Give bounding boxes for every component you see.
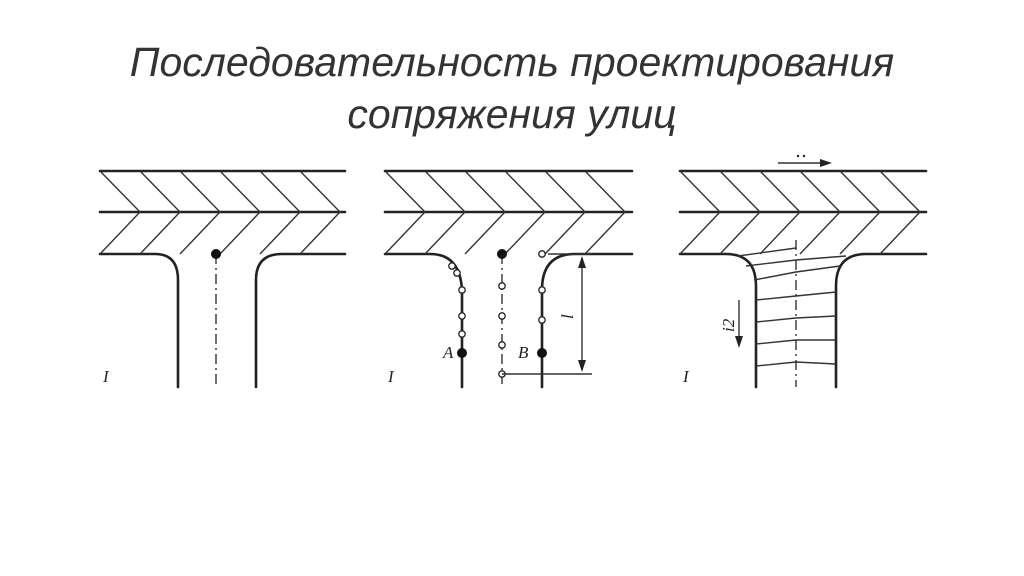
title-line-2: сопряжения улиц — [347, 91, 677, 137]
chevron-hatching — [99, 170, 341, 255]
panel-2: A B l I — [383, 169, 634, 389]
panel-3: i2 I — [678, 154, 928, 389]
dimension-arrow-bottom — [578, 360, 586, 372]
point-b-label: B — [518, 343, 529, 362]
contour-lines — [737, 247, 847, 367]
chevron-hatching — [384, 170, 626, 255]
dimension-label-l: l — [558, 314, 577, 319]
profile-point — [458, 312, 466, 320]
title-line-1: Последовательность проектирования — [129, 39, 895, 85]
main-street-bottom-edge-right — [540, 252, 634, 389]
flow-mark — [802, 154, 806, 158]
profile-point — [538, 286, 546, 294]
profile-point — [458, 286, 466, 294]
panel-1-roman-label: I — [102, 367, 110, 386]
right-curb-profile-points — [538, 250, 546, 324]
panel-1: I — [98, 169, 347, 389]
profile-point — [498, 282, 506, 290]
profile-point — [498, 312, 506, 320]
main-street-bottom-edge-left — [383, 252, 464, 389]
flow-arrow-head — [820, 159, 832, 167]
axis-intersection-point — [497, 249, 507, 259]
point-b-marker — [537, 348, 547, 358]
main-street-bottom-edge-left — [678, 252, 758, 389]
flow-mark — [796, 154, 800, 158]
profile-point — [538, 250, 546, 258]
slope-label-i2: i2 — [719, 318, 738, 332]
profile-point — [538, 316, 546, 324]
panel-2-roman-label: I — [387, 367, 395, 386]
panel-3-roman-label: I — [682, 367, 690, 386]
profile-point — [448, 262, 456, 270]
point-a-label: A — [442, 343, 454, 362]
slope-arrow-head — [735, 336, 743, 348]
chevron-hatching — [679, 170, 921, 255]
main-street-bottom-edge-left — [98, 252, 180, 389]
profile-point — [458, 330, 466, 338]
point-a-marker — [457, 348, 467, 358]
main-street-bottom-edge-right — [254, 252, 347, 389]
profile-point — [498, 341, 506, 349]
dimension-arrow-top — [578, 256, 586, 268]
axis-intersection-point — [211, 249, 221, 259]
profile-point — [453, 269, 461, 277]
left-curb-profile-points — [448, 262, 466, 338]
slide-title: Последовательность проектирования сопряж… — [0, 36, 1024, 140]
main-street-bottom-edge-right — [834, 252, 928, 389]
